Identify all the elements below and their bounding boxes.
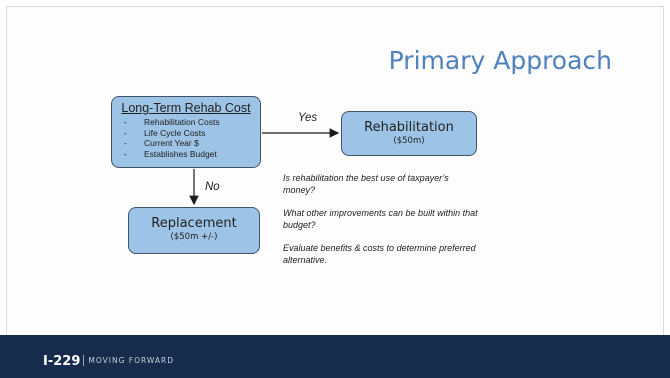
brand-sub: MOVING FORWARD (88, 356, 175, 365)
rehabilitation-cost: ($50m) (393, 136, 425, 146)
rehabilitation-box: Rehabilitation ($50m) (341, 111, 477, 156)
replacement-box: Replacement ($50m +/-) (128, 207, 260, 254)
brand-logo: I-229 MOVING FORWARD (43, 350, 174, 369)
brand-divider (83, 355, 85, 366)
yes-label: Yes (298, 112, 318, 124)
list-item: -Life Cycle Costs (124, 127, 206, 138)
no-label: No (205, 181, 220, 193)
main-box-heading: Long-Term Rehab Cost (121, 101, 251, 115)
slide-frame (6, 6, 664, 372)
replacement-cost: ($50m +/-) (170, 232, 218, 242)
note-2: What other improvements can be built wit… (283, 208, 478, 230)
list-item: -Rehabilitation Costs (124, 117, 220, 127)
main-box-list: -Rehabilitation Costs -Life Cycle Costs … (112, 117, 260, 159)
notes: Is rehabilitation the best use of taxpay… (283, 172, 483, 277)
list-item: -Current Year $ (124, 138, 199, 148)
replacement-label: Replacement (151, 216, 237, 231)
slide-title: Primary Approach (388, 46, 612, 75)
list-item: -Establishes Budget (124, 148, 217, 159)
rehabilitation-label: Rehabilitation (364, 120, 454, 135)
note-1: Is rehabilitation the best use of taxpay… (283, 173, 449, 195)
brand-main: I-229 (43, 354, 81, 369)
note-3: Evaluate benefits & costs to determine p… (283, 243, 476, 265)
long-term-rehab-cost-box: Long-Term Rehab Cost -Rehabilitation Cos… (111, 96, 261, 168)
footer-bar: I-229 MOVING FORWARD (0, 335, 670, 378)
